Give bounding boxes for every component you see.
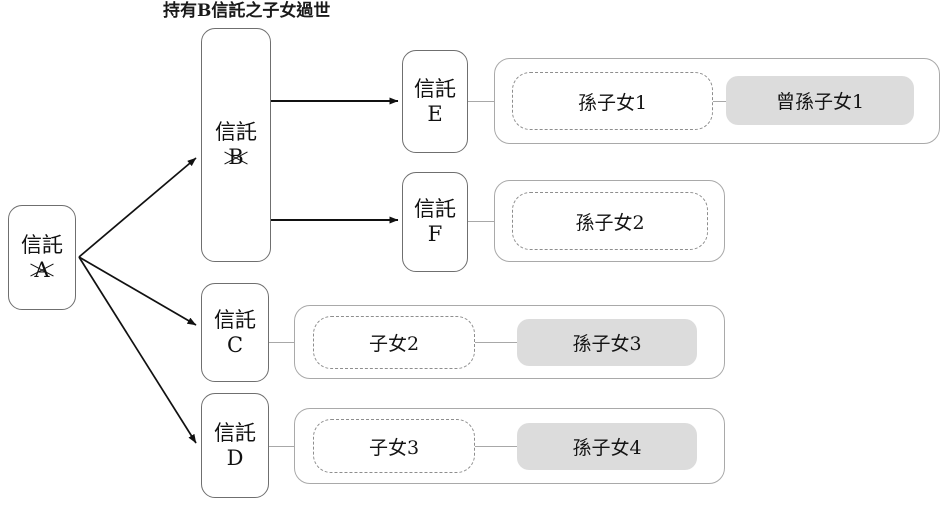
trust-b-label: B xyxy=(228,145,244,169)
trust-node-f[interactable]: 信託 F xyxy=(402,172,468,272)
trust-c-prefix: 信託 xyxy=(214,307,256,332)
trust-a-label: A xyxy=(34,257,50,282)
connector-e-to-panel xyxy=(468,101,496,102)
trust-node-d[interactable]: 信託 D xyxy=(201,393,269,498)
trust-node-b[interactable]: 信託 B xyxy=(201,28,271,262)
descendant-chip-sun-zi-nv-3[interactable]: 孫子女3 xyxy=(517,319,697,366)
trust-node-e[interactable]: 信託 E xyxy=(402,50,468,153)
connector-row-d-chip-link xyxy=(475,446,519,447)
connector-f-to-panel xyxy=(468,221,496,222)
beneficiary-label-row-c: 子女2 xyxy=(368,333,420,355)
beneficiary-label-row-f: 孫子女2 xyxy=(575,211,645,234)
trust-d-prefix: 信託 xyxy=(214,420,256,445)
descendant-chip-zeng-sun-zi-nv-1[interactable]: 曾孫子女1 xyxy=(726,76,914,125)
trust-f-prefix: 信託 xyxy=(414,197,456,221)
trust-c-label: C xyxy=(226,332,244,357)
diagram-title: 持有B信託之子女過世 xyxy=(163,1,331,21)
beneficiary-chip-zi-nv-2[interactable]: 子女2 xyxy=(313,316,475,369)
trust-b-prefix: 信託 xyxy=(215,120,257,144)
connector-d-to-panel xyxy=(269,446,297,447)
beneficiary-chip-sun-zi-nv-2[interactable]: 孫子女2 xyxy=(512,192,708,250)
trust-e-prefix: 信託 xyxy=(414,76,456,101)
trust-node-c[interactable]: 信託 C xyxy=(201,283,269,382)
connector-row-c-chip-link xyxy=(475,342,519,343)
beneficiary-label-row-d: 子女3 xyxy=(368,436,420,459)
descendant-label-row-e: 曾孫子女1 xyxy=(775,91,865,113)
descendant-label-row-d: 孫子女4 xyxy=(572,437,642,459)
connector-c-to-panel xyxy=(269,342,297,343)
beneficiary-chip-zi-nv-3[interactable]: 子女3 xyxy=(313,419,475,473)
trust-e-label: E xyxy=(427,101,443,126)
descendant-label-row-c: 孫子女3 xyxy=(572,333,642,355)
beneficiary-label-row-e: 孫子女1 xyxy=(577,91,648,114)
beneficiary-chip-sun-zi-nv-1[interactable]: 孫子女1 xyxy=(512,72,713,130)
trust-a-prefix-char-1: 信託 xyxy=(21,232,63,257)
trust-node-a[interactable]: 信託 A xyxy=(8,205,76,310)
edge-a-to-d xyxy=(78,256,197,444)
trust-f-label: F xyxy=(427,222,443,246)
descendant-chip-sun-zi-nv-4[interactable]: 孫子女4 xyxy=(517,423,697,470)
edge-a-to-c xyxy=(78,256,197,326)
trust-d-label: D xyxy=(226,445,244,470)
edge-a-to-b xyxy=(78,157,197,258)
